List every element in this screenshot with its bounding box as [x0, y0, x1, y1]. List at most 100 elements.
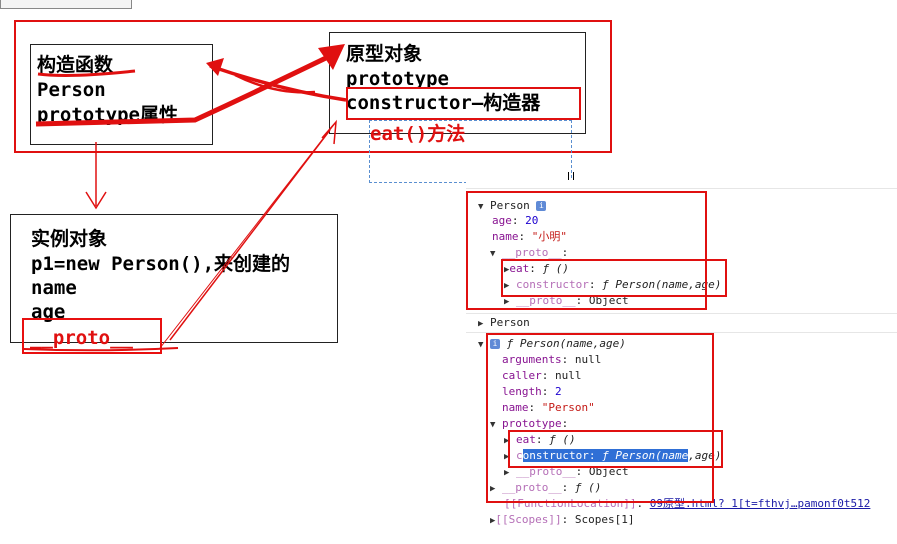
- collapse-triangle-icon[interactable]: ▶: [504, 452, 510, 462]
- console-separator: [466, 188, 897, 189]
- proto2-row[interactable]: ▶ __proto__: Object: [504, 294, 629, 307]
- constructor-value: ƒ Person(name,age): [602, 278, 722, 291]
- arguments-row: arguments: null: [502, 353, 602, 366]
- prototype-box: 原型对象 prototype constructor—构造器: [329, 32, 586, 134]
- prototype-title: 原型对象: [346, 43, 423, 65]
- prototype-row[interactable]: ▼ prototype:: [490, 417, 569, 430]
- fn-name-key: name: [502, 401, 529, 414]
- prototype-key: prototype: [502, 417, 562, 430]
- fn-proto3-key: __proto__: [516, 465, 576, 478]
- person-collapsed-row[interactable]: ▶ Person: [478, 316, 530, 331]
- person-object-highlight: [466, 191, 707, 310]
- collapse-triangle-icon[interactable]: ▶: [478, 319, 484, 329]
- function-location-link[interactable]: 09原型.html? 1[t=fthvj…pamonf0t512: [649, 497, 871, 510]
- console-separator: [466, 332, 897, 333]
- fn-eat-key: eat: [516, 433, 536, 446]
- proto-underline: [23, 347, 179, 352]
- fn-proto4-value: ƒ (): [574, 481, 602, 494]
- proto-label: __proto__: [30, 327, 133, 349]
- fn-eat-value: ƒ (): [549, 433, 576, 446]
- length-row: length: 2: [502, 385, 562, 398]
- proto-arrow-head: [321, 119, 337, 145]
- proto-arrow-2: [159, 121, 337, 349]
- fn-name-row: name: "Person": [502, 401, 595, 414]
- proto-key: __proto__: [502, 246, 562, 259]
- proto2-key: __proto__: [516, 294, 576, 307]
- devtools-console: ▼ Person i age: 20 name: "小明" ▼ __proto_…: [466, 180, 897, 544]
- constructor-key: constructor: [516, 278, 589, 291]
- window-fragment: [0, 0, 132, 9]
- length-key: length: [502, 385, 542, 398]
- fn-constructor-value-selected: ƒ Person(name: [602, 449, 689, 462]
- constructor-label: constructor—构造器: [346, 92, 541, 114]
- scopes-key: [[Scopes]]: [495, 513, 562, 526]
- fn-constructor-key-selected: onstructor: [522, 449, 589, 462]
- proto-highlight: [22, 318, 162, 354]
- title-underline: [37, 69, 136, 77]
- collapse-triangle-icon[interactable]: ▶: [504, 297, 510, 307]
- age-row: age: 20: [492, 214, 539, 227]
- info-icon: i: [536, 201, 547, 211]
- person-object-header[interactable]: ▼ Person i: [478, 199, 547, 214]
- fn-proto3-value: Object: [588, 465, 629, 478]
- collapse-triangle-icon[interactable]: ▶: [490, 516, 496, 526]
- name-value: "小明": [531, 230, 567, 243]
- constructor-name: Person: [37, 79, 106, 101]
- fn-name-value: "Person": [541, 401, 595, 414]
- instance-arrow-head: [85, 191, 107, 210]
- prototype-arrow: [35, 53, 332, 127]
- console-separator: [466, 313, 897, 314]
- instance-title: 实例对象: [31, 228, 108, 250]
- collapse-triangle-icon[interactable]: ▶: [490, 484, 496, 494]
- caller-value: null: [555, 369, 582, 382]
- info-icon: i: [490, 339, 501, 349]
- eat-method-label: eat()方法: [370, 123, 466, 145]
- collapsed-label: Person: [490, 316, 530, 329]
- collapse-triangle-icon[interactable]: ▶: [504, 281, 510, 291]
- eat-row[interactable]: ▶eat: ƒ (): [504, 262, 570, 275]
- expand-triangle-icon[interactable]: ▼: [490, 420, 496, 430]
- constructor-arrow: [209, 64, 347, 102]
- constructor-box: 构造函数 Person prototype属性: [30, 44, 213, 145]
- collapse-triangle-icon[interactable]: ▶: [504, 436, 510, 446]
- collapse-triangle-icon[interactable]: ▶: [504, 468, 510, 478]
- function-highlight: [486, 333, 714, 503]
- fn-proto4-row[interactable]: ▶ __proto__: ƒ (): [490, 481, 602, 494]
- fn-proto3-row[interactable]: ▶ __proto__: Object: [504, 465, 629, 478]
- function-signature: ƒ Person(name,age): [506, 337, 626, 350]
- age-value: 20: [525, 214, 539, 227]
- eat-value: ƒ (): [542, 262, 570, 275]
- instance-creation: p1=new Person(),来创建的: [31, 253, 291, 275]
- arguments-key: arguments: [502, 353, 562, 366]
- constructor-row[interactable]: ▶ constructor: ƒ Person(name,age): [504, 278, 722, 291]
- collapse-triangle-icon[interactable]: ▶: [504, 265, 510, 275]
- scopes-row[interactable]: ▶[[Scopes]]: Scopes[1]: [490, 513, 635, 526]
- fn-proto4-key: __proto__: [502, 481, 562, 494]
- scopes-value: Scopes[1]: [574, 513, 635, 526]
- prototype-label: prototype: [346, 68, 449, 90]
- proto2-value: Object: [588, 294, 629, 307]
- fn-eat-row[interactable]: ▶ eat: ƒ (): [504, 433, 576, 446]
- constructor-arrow-head: [206, 58, 224, 76]
- prototype-arrow-head: [318, 44, 345, 70]
- expand-triangle-icon[interactable]: ▼: [478, 340, 484, 350]
- instance-name: name: [31, 277, 77, 299]
- eat-key: eat: [509, 262, 530, 275]
- fn-eat-constructor-highlight: [508, 430, 723, 468]
- function-location-key: [[FunctionLocation]]: [504, 497, 637, 510]
- caller-row: caller: null: [502, 369, 582, 382]
- proto-row[interactable]: ▼ __proto__:: [490, 246, 569, 259]
- function-header[interactable]: ▼ i ƒ Person(name,age): [478, 337, 626, 352]
- caller-key: caller: [502, 369, 542, 382]
- proto-arrow: [169, 129, 331, 341]
- text-cursor-icon: [568, 172, 574, 186]
- object-class-name: Person: [490, 199, 530, 212]
- cross-scribble: [234, 73, 316, 94]
- function-location-row[interactable]: [[FunctionLocation]]: 09原型.html? 1[t=fth…: [504, 497, 871, 510]
- expand-triangle-icon[interactable]: ▼: [478, 202, 484, 212]
- instance-box: 实例对象 p1=new Person(),来创建的 name age: [10, 214, 338, 343]
- expand-triangle-icon[interactable]: ▼: [490, 249, 496, 259]
- name-key: name: [492, 230, 519, 243]
- eat-constructor-highlight: [501, 259, 727, 297]
- age-key: age: [492, 214, 512, 227]
